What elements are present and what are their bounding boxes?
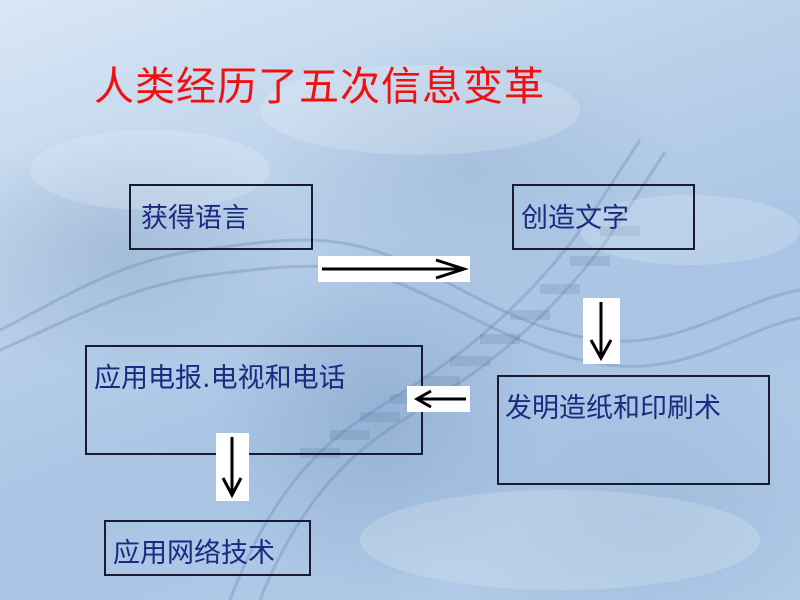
stage-box-printing [497, 375, 770, 485]
arrow-left-icon [407, 386, 470, 412]
stage-box-network [104, 520, 311, 576]
stage-label-telecom: 应用电报.电视和电话 [94, 363, 346, 394]
stage-label-language: 获得语言 [141, 203, 249, 234]
stage-label-writing: 创造文字 [521, 203, 629, 234]
arrow-down-icon [583, 298, 620, 364]
arrow-right-icon [318, 256, 470, 282]
stage-box-writing [512, 184, 695, 250]
stage-box-language [129, 184, 313, 250]
stage-label-network: 应用网络技术 [113, 538, 275, 569]
stage-label-printing: 发明造纸和印刷术 [505, 393, 721, 424]
slide-title: 人类经历了五次信息变革 [94, 64, 545, 110]
arrow-down-icon [216, 433, 249, 501]
